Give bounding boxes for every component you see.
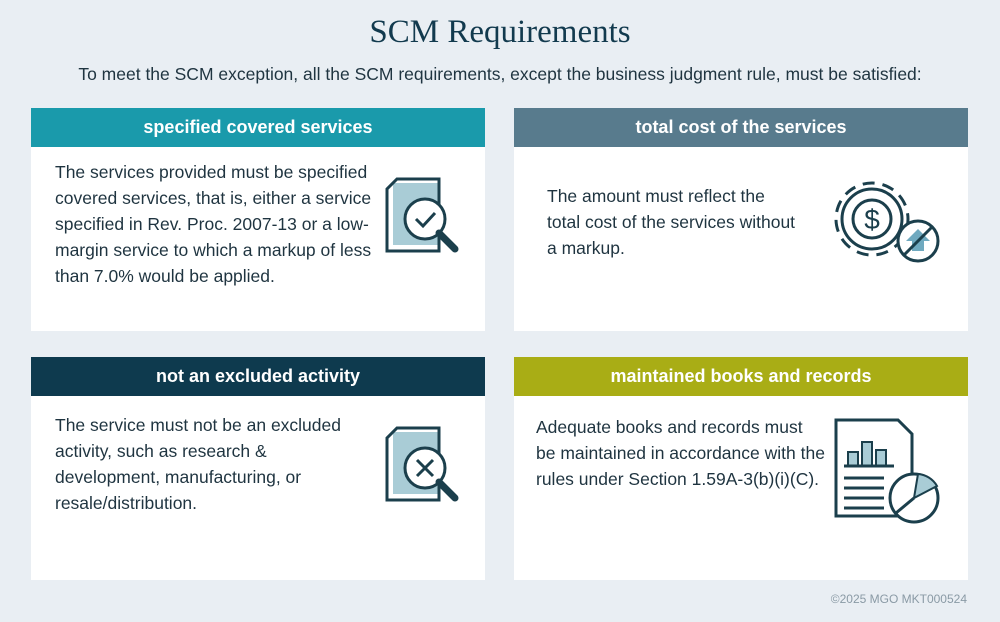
- page-title: SCM Requirements: [369, 14, 631, 50]
- card-text: The service must not be an excluded acti…: [55, 415, 341, 513]
- gear-dollar-no-markup-icon: $: [834, 181, 940, 263]
- card-header: not an excluded activity: [31, 357, 485, 396]
- subtitle: To meet the SCM exception, all the SCM r…: [78, 64, 922, 84]
- card-header: total cost of the services: [514, 108, 968, 147]
- card-header: maintained books and records: [514, 357, 968, 396]
- card-text: The amount must reflect the total cost o…: [547, 186, 796, 258]
- card-text: Adequate books and records must be maint…: [536, 417, 825, 489]
- card-text: The services provided must be specified …: [55, 162, 372, 286]
- document-x-magnifier-icon: [385, 426, 459, 502]
- card-header: specified covered services: [31, 108, 485, 147]
- copyright-footer: ©2025 MGO MKT000524: [830, 592, 967, 606]
- card-not-excluded-activity: not an excluded activity The service mus…: [31, 357, 485, 580]
- report-chart-icon: [834, 418, 940, 524]
- card-total-cost: total cost of the services The amount mu…: [514, 108, 968, 331]
- document-check-magnifier-icon: [385, 177, 459, 253]
- svg-text:$: $: [864, 204, 880, 235]
- card-books-and-records: maintained books and records Adequate bo…: [514, 357, 968, 580]
- card-specified-covered-services: specified covered services The services …: [31, 108, 485, 331]
